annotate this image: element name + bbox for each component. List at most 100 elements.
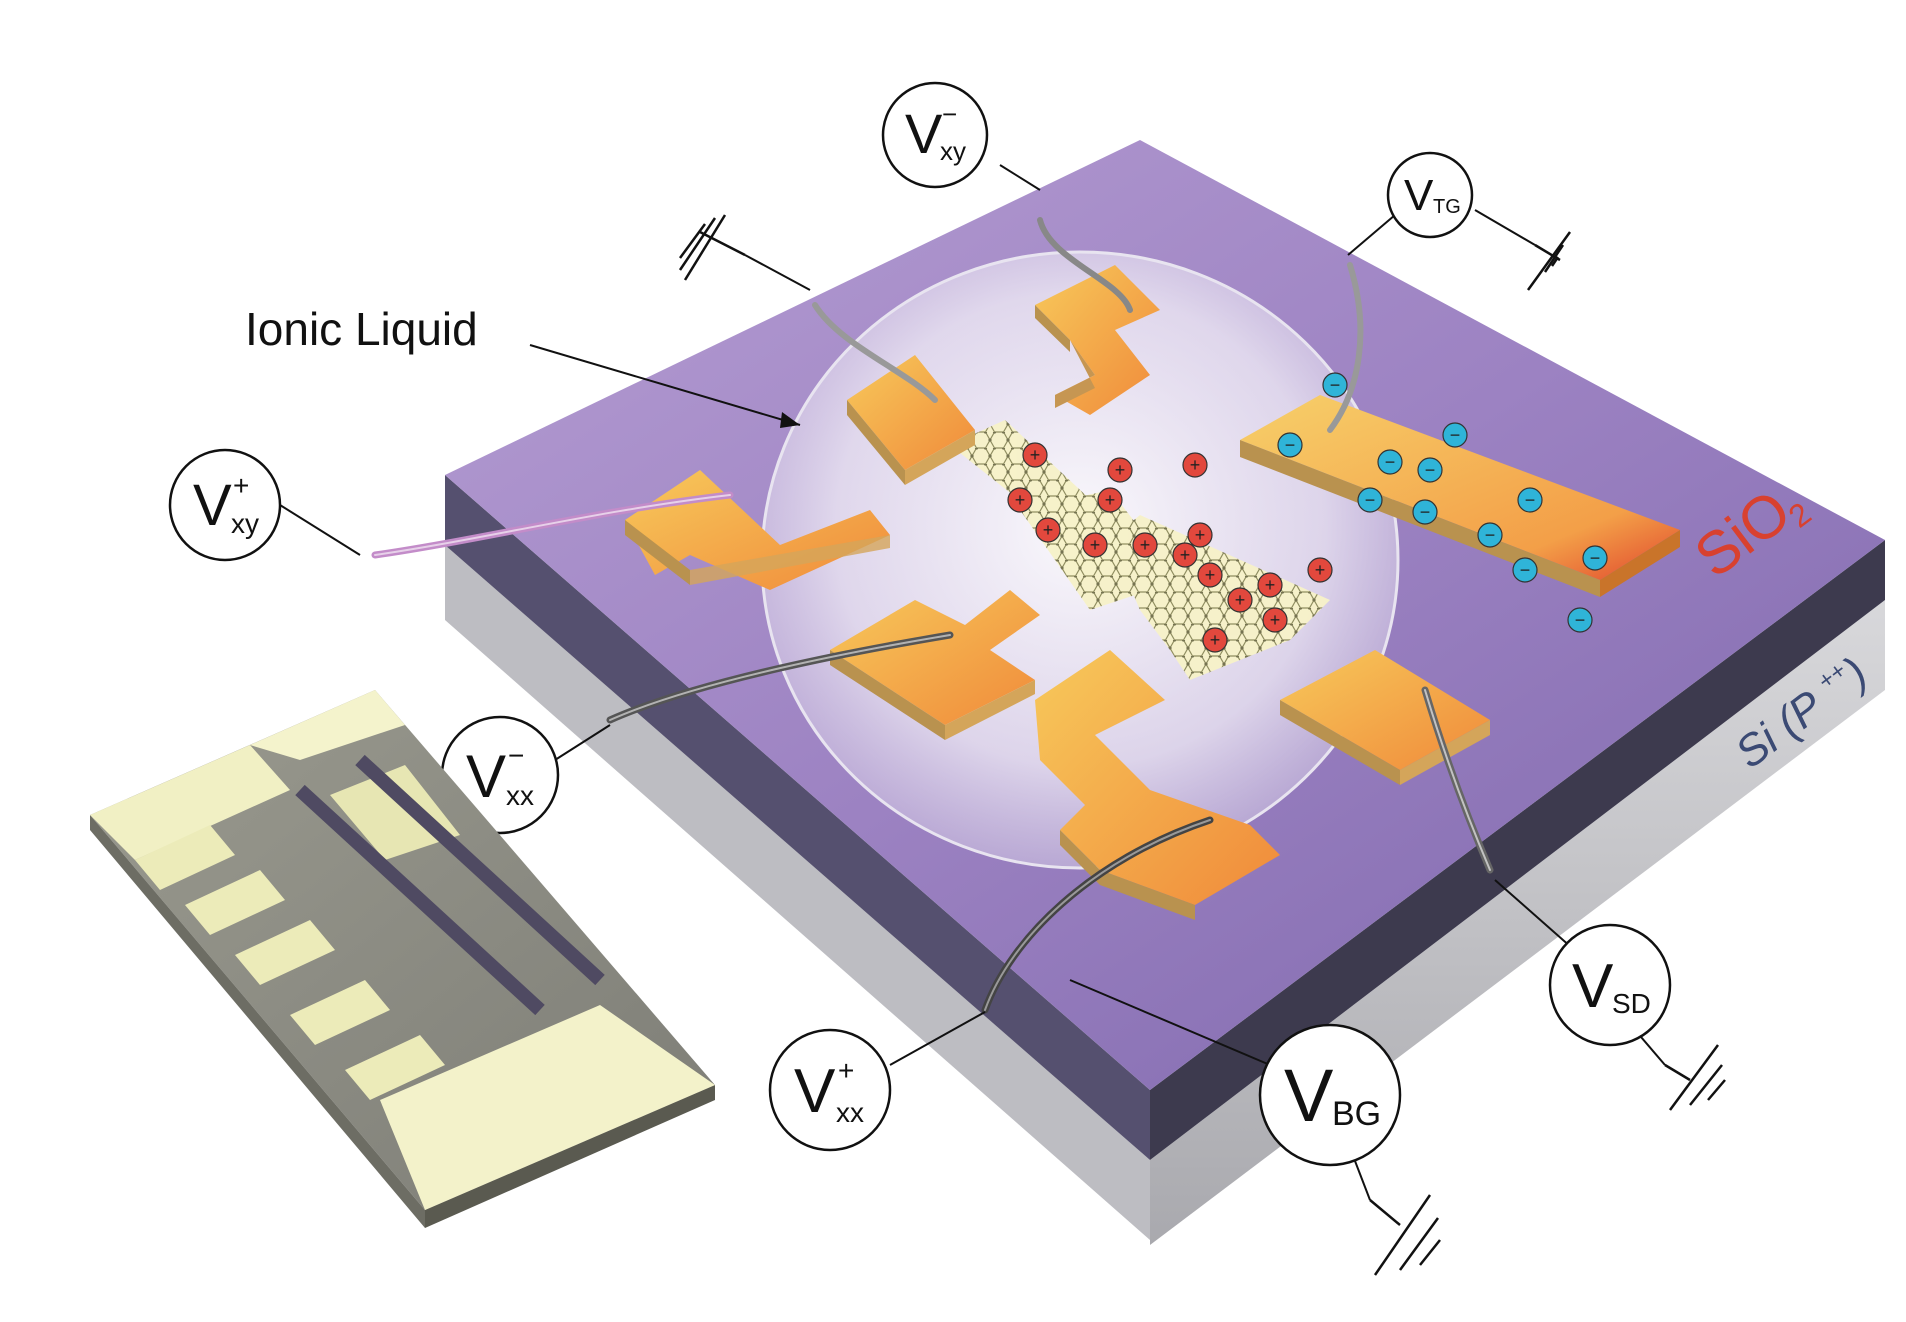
svg-text:V: V bbox=[1284, 1054, 1334, 1137]
negative-ion bbox=[1412, 499, 1438, 525]
ionic-liquid-callout: Ionic Liquid bbox=[245, 303, 801, 428]
ion-charge-symbol: + bbox=[1140, 535, 1151, 555]
wires bbox=[371, 217, 1494, 1014]
svg-text:xy: xy bbox=[940, 136, 966, 166]
ion-charge-symbol: + bbox=[1180, 545, 1191, 565]
ion-charge-symbol: + bbox=[1315, 560, 1326, 580]
positive-ion bbox=[1022, 442, 1048, 468]
negative-ion bbox=[1442, 422, 1468, 448]
ion-charge-symbol: + bbox=[1015, 490, 1026, 510]
ion-charge-symbol: + bbox=[1210, 630, 1221, 650]
ion-charge-symbol: − bbox=[1420, 502, 1431, 522]
wire-v-tg bbox=[1327, 262, 1364, 433]
negative-ion bbox=[1477, 522, 1503, 548]
ion-charge-symbol: + bbox=[1205, 565, 1216, 585]
ion-charge-symbol: − bbox=[1485, 525, 1496, 545]
negative-ion bbox=[1277, 432, 1303, 458]
ion-charge-symbol: − bbox=[1525, 490, 1536, 510]
ion-charge-symbol: + bbox=[1090, 535, 1101, 555]
ion-charge-symbol: + bbox=[1030, 445, 1041, 465]
svg-text:V: V bbox=[1572, 952, 1614, 1021]
ground-icon-tg bbox=[1526, 231, 1572, 291]
svg-text:SD: SD bbox=[1612, 988, 1651, 1019]
ion-charge-symbol: − bbox=[1285, 435, 1296, 455]
ground-icon-top-left bbox=[678, 214, 746, 281]
ground-icon-sd bbox=[1664, 1044, 1726, 1111]
svg-text:+: + bbox=[838, 1055, 854, 1086]
svg-text:V: V bbox=[905, 102, 943, 165]
negative-ion bbox=[1567, 607, 1593, 633]
svg-text:+: + bbox=[233, 470, 249, 501]
label-v-tg: V TG bbox=[1386, 151, 1474, 239]
negative-ion bbox=[1417, 457, 1443, 483]
positive-ion bbox=[1097, 487, 1123, 513]
ion-charge-symbol: + bbox=[1195, 525, 1206, 545]
ion-charge-symbol: + bbox=[1115, 460, 1126, 480]
positive-ion bbox=[1227, 587, 1253, 613]
svg-text:V: V bbox=[466, 743, 506, 810]
positive-ion bbox=[1172, 542, 1198, 568]
ground-symbols bbox=[678, 214, 1726, 1276]
electrode-pad-lower-left bbox=[830, 590, 1040, 740]
label-v-sd: V SD bbox=[1548, 923, 1672, 1047]
electrodes bbox=[625, 265, 1680, 920]
electrode-bottom bbox=[1035, 650, 1280, 920]
label-v-xy-plus: V + xy bbox=[168, 448, 282, 562]
negative-ion bbox=[1322, 372, 1348, 398]
negative-ion bbox=[1357, 487, 1383, 513]
positive-ion bbox=[1035, 517, 1061, 543]
ion-charge-symbol: − bbox=[1330, 375, 1341, 395]
ion-charge-symbol: + bbox=[1270, 610, 1281, 630]
positive-ion bbox=[1257, 572, 1283, 598]
svg-text:V: V bbox=[1404, 171, 1434, 220]
positive-ion bbox=[1132, 532, 1158, 558]
electrode-pad-top-left bbox=[847, 355, 975, 485]
positive-ion bbox=[1307, 557, 1333, 583]
ion-charge-symbol: + bbox=[1235, 590, 1246, 610]
svg-text:xx: xx bbox=[506, 780, 534, 811]
negative-ion bbox=[1377, 449, 1403, 475]
svg-text:−: − bbox=[508, 740, 524, 771]
ion-charge-symbol: − bbox=[1590, 548, 1601, 568]
svg-text:xy: xy bbox=[231, 508, 259, 539]
ion-charge-symbol: − bbox=[1575, 610, 1586, 630]
label-v-xy-minus: V − xy bbox=[881, 81, 989, 189]
svg-text:xx: xx bbox=[836, 1097, 864, 1128]
ion-charge-symbol: + bbox=[1105, 490, 1116, 510]
negative-ion bbox=[1512, 557, 1538, 583]
ion-charge-symbol: − bbox=[1365, 490, 1376, 510]
sio2-side-left bbox=[445, 475, 1150, 1160]
wire-ground-top bbox=[812, 302, 938, 403]
ionic-liquid-label: Ionic Liquid bbox=[245, 303, 478, 355]
label-leaders bbox=[279, 164, 1666, 1201]
label-v-xx-plus: V + xx bbox=[768, 1028, 892, 1152]
negative-ion bbox=[1582, 545, 1608, 571]
voltage-labels: V − xy V + xy V − xx V + xx V TG bbox=[168, 81, 1672, 1167]
wire-v-xy-minus bbox=[1037, 217, 1133, 313]
ion-charge-symbol: + bbox=[1190, 455, 1201, 475]
ion-charge-symbol: − bbox=[1385, 452, 1396, 472]
negative-ion bbox=[1517, 487, 1543, 513]
positive-ion bbox=[1082, 532, 1108, 558]
positive-ion bbox=[1007, 487, 1033, 513]
positive-ion bbox=[1107, 457, 1133, 483]
positive-ion bbox=[1187, 522, 1213, 548]
label-v-bg: V BG bbox=[1258, 1023, 1402, 1167]
svg-text:V: V bbox=[794, 1057, 836, 1126]
svg-text:TG: TG bbox=[1433, 196, 1461, 218]
sio2-side-right bbox=[1150, 540, 1885, 1160]
positive-ion bbox=[1262, 607, 1288, 633]
positive-ion bbox=[1182, 452, 1208, 478]
positive-ions: ++++++++++++++++ bbox=[1007, 442, 1333, 653]
svg-text:BG: BG bbox=[1332, 1095, 1381, 1133]
ion-charge-symbol: + bbox=[1043, 520, 1054, 540]
ion-charge-symbol: − bbox=[1425, 460, 1436, 480]
ion-charge-symbol: − bbox=[1450, 425, 1461, 445]
ion-charge-symbol: + bbox=[1265, 575, 1276, 595]
positive-ion bbox=[1197, 562, 1223, 588]
ground-icon-bg bbox=[1369, 1194, 1441, 1276]
svg-text:−: − bbox=[942, 99, 957, 129]
negative-ions: −−−−−−−−−−−− bbox=[1277, 372, 1608, 633]
ion-charge-symbol: − bbox=[1520, 560, 1531, 580]
